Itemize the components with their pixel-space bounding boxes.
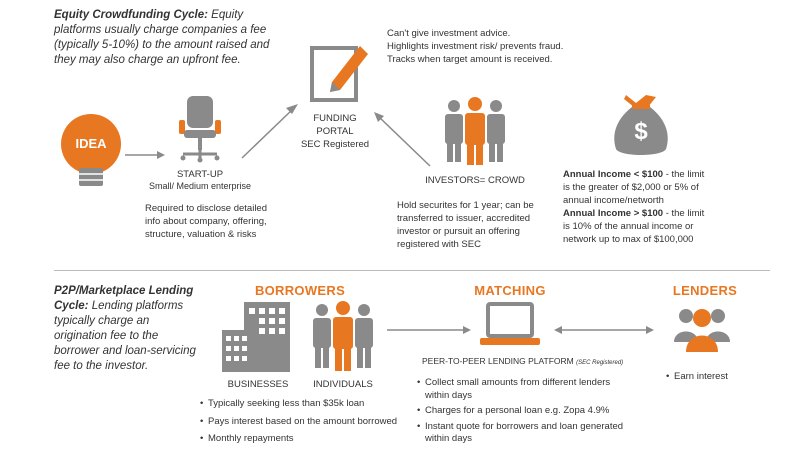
- p2p-intro-text: Lending platforms typically charge an or…: [54, 300, 196, 372]
- income-above-100: Annual Income > $100 - the limit is 10% …: [563, 207, 713, 246]
- list-item: Monthly repayments: [200, 433, 400, 446]
- list-item: Pays interest based on the amount borrow…: [200, 416, 400, 429]
- list-item: Charges for a personal loan e.g. Zopa 4.…: [417, 405, 627, 418]
- lightbulb-icon: [61, 114, 121, 186]
- investors-note: Hold securites for 1 year; can be transf…: [397, 200, 534, 250]
- businesses-label: BUSINESSES: [227, 379, 289, 390]
- individuals-label: INDIVIDUALS: [313, 379, 373, 390]
- income-below-text: - the limit is the greater of $2,000 or …: [563, 169, 705, 206]
- income-below-100: Annual Income < $100 - the limit is the …: [563, 168, 713, 207]
- investors-group-icon: [445, 97, 505, 165]
- startup-subtitle: Small/ Medium enterprise: [148, 181, 252, 191]
- p2p-intro: P2P/Marketplace Lending Cycle: Lending p…: [54, 284, 204, 374]
- lenders-title: LENDERS: [672, 283, 738, 298]
- platform-bullets: Collect small amounts from different len…: [417, 377, 627, 451]
- income-above-text: - the limit is 10% of the annual income …: [563, 208, 705, 245]
- platform-name: PEER-TO-PEER LENDING PLATFORM: [422, 356, 574, 366]
- building-icon: [222, 302, 290, 372]
- money-bag-icon: [614, 95, 668, 155]
- arrow-borrowers-to-matching: [387, 326, 471, 334]
- equity-intro: Equity Crowdfunding Cycle: Equity platfo…: [54, 8, 279, 68]
- equity-intro-lead: Equity Crowdfunding Cycle:: [54, 9, 208, 21]
- portal-label-3: SEC Registered: [300, 139, 370, 150]
- lenders-group-icon: [674, 309, 730, 352]
- dollar-sign: $: [634, 118, 648, 145]
- list-item: Collect small amounts from different len…: [417, 377, 627, 402]
- individuals-group-icon: [313, 301, 373, 371]
- arrow-idea-to-startup: [125, 151, 165, 159]
- list-item: Earn interest: [666, 371, 756, 384]
- platform-label: PEER-TO-PEER LENDING PLATFORM (SEC Regis…: [422, 355, 642, 370]
- equity-intro-text: Equity platforms usually charge companie…: [54, 9, 270, 66]
- portal-note: Highlights investment risk/ prevents fra…: [387, 41, 564, 52]
- p2p-intro-lead: P2P/Marketplace Lending Cycle:: [54, 285, 194, 312]
- document-pen-icon: [310, 46, 368, 102]
- platform-sub: (SEC Registered): [576, 360, 624, 366]
- arrow-matching-lenders: [554, 326, 654, 334]
- list-item: Instant quote for borrowers and loan gen…: [417, 421, 627, 446]
- portal-label-2: PORTAL: [316, 126, 354, 137]
- arrow-startup-to-portal: [241, 104, 298, 159]
- investors-label: INVESTORS= CROWD: [425, 175, 525, 186]
- arrow-investors-to-portal: [374, 112, 431, 167]
- startup-note: Required to disclose detailed info about…: [145, 203, 267, 240]
- borrowers-title: BORROWERS: [254, 283, 346, 298]
- list-item: Typically seeking less than $35k loan: [200, 398, 400, 411]
- laptop-icon: [480, 302, 540, 345]
- portal-label-1: FUNDING: [313, 113, 357, 124]
- office-chair-icon: [179, 96, 221, 163]
- portal-note: Tracks when target amount is received.: [387, 54, 553, 65]
- idea-label: IDEA: [75, 136, 107, 151]
- income-limits: Annual Income < $100 - the limit is the …: [563, 168, 713, 246]
- section-divider: [54, 270, 770, 271]
- lender-bullets: Earn interest: [666, 371, 756, 389]
- portal-notes: Can't give investment advice. Highlights…: [387, 27, 587, 66]
- matching-title: MATCHING: [474, 283, 546, 298]
- portal-note: Can't give investment advice.: [387, 28, 511, 39]
- income-below-label: Annual Income < $100: [563, 169, 664, 180]
- borrower-bullets: Typically seeking less than $35k loan Pa…: [200, 398, 400, 451]
- income-above-label: Annual Income > $100: [563, 208, 664, 219]
- startup-title: START-UP: [176, 169, 224, 180]
